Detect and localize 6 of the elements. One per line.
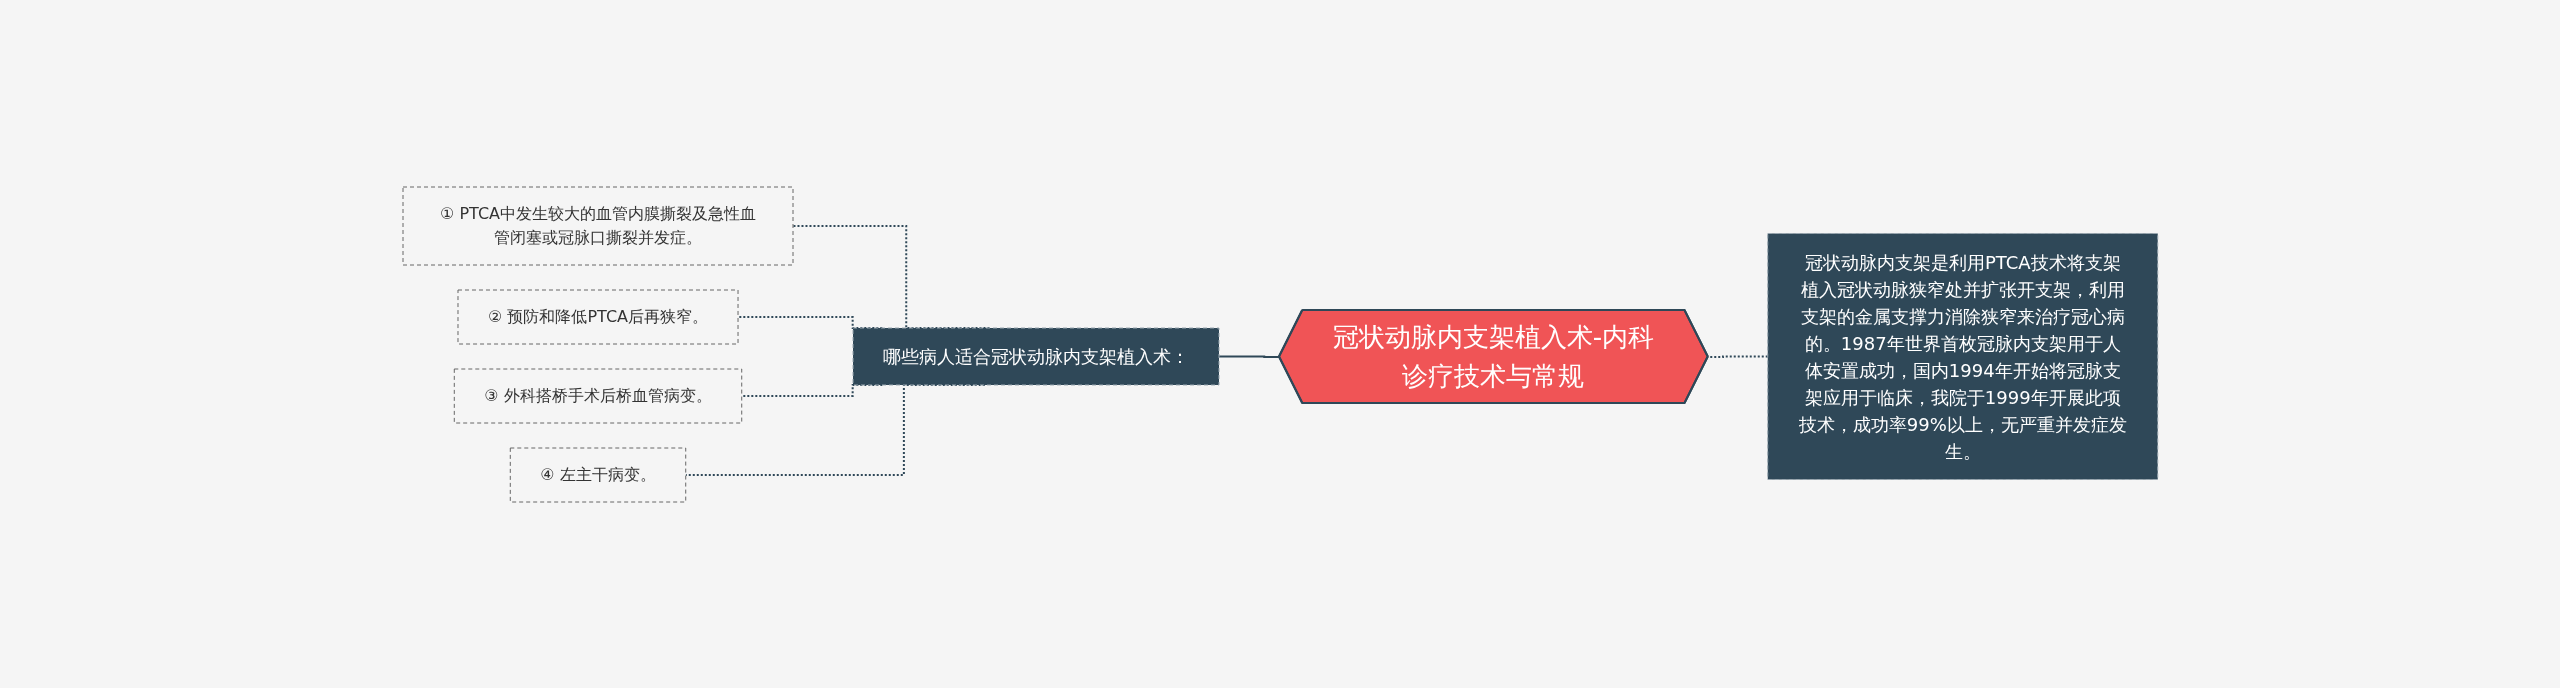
node-box: 冠状动脉内支架是利用PTCA技术将支架植入冠状动脉狭窄处并扩张开支架，利用支架的金属支撑力消除狭窄来治疗冠心病的。1987年世界首枚冠脉内支架用于人体安置成功，国内1994年开始将冠脉支架应用于临床，我院于1999年开展此项技术，成功率99%以上，无严重并发症发生。	[1766, 232, 2158, 480]
node-box: ④ 左主干病变。	[509, 447, 686, 502]
node-box: ② 预防和降低PTCA后再狭窄。	[457, 289, 739, 344]
node-box: ③ 外科搭桥手术后桥血管病变。	[453, 368, 742, 423]
node-box: ① PTCA中发生较大的血管内膜撕裂及急性血管闭塞或冠脉口撕裂并发症。	[402, 186, 794, 265]
node-box: 哪些病人适合冠状动脉内支架植入术：	[852, 327, 1220, 385]
